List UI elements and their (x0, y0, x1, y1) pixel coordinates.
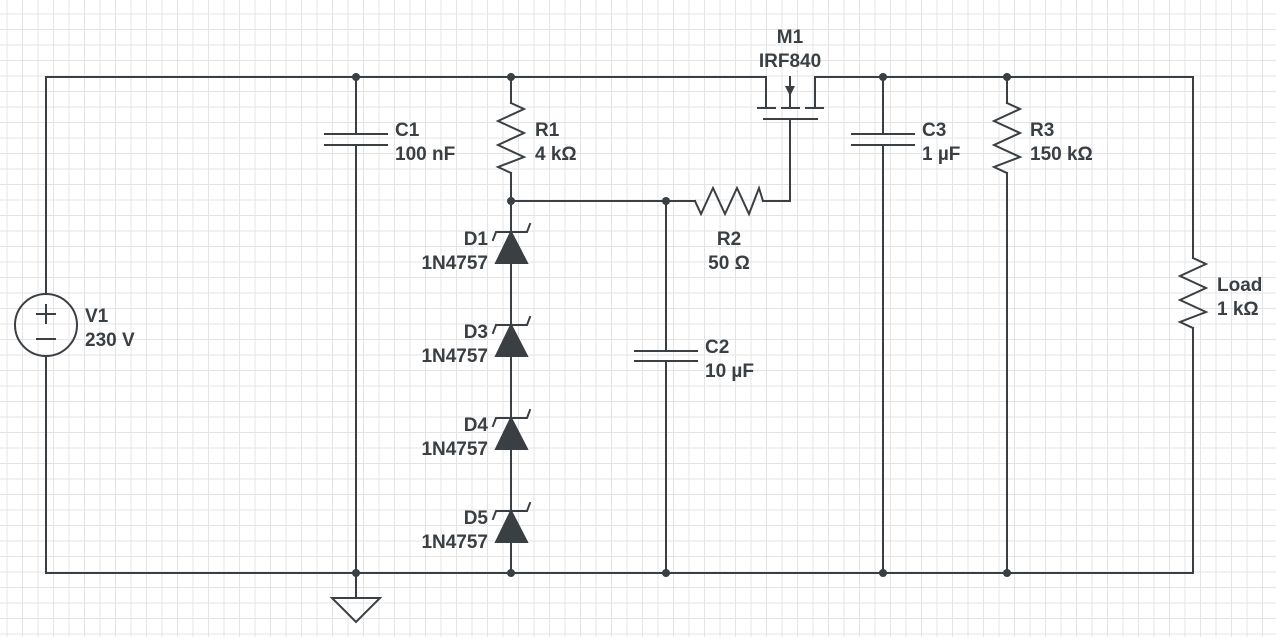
resistor-zigzag (1177, 256, 1209, 330)
capacitor-c2[interactable]: C2 10 µF (634, 337, 754, 382)
d1-ref-label: D1 (464, 229, 489, 250)
ground-icon (329, 597, 383, 624)
load-value-label: 1 kΩ (1217, 299, 1259, 320)
plus-sign-icon (36, 304, 56, 324)
zener-diode-d3[interactable]: D3 1N4757 (421, 315, 532, 367)
capacitor-plates (634, 350, 698, 362)
zener-bar (491, 501, 532, 521)
mosfet-leads (765, 76, 816, 109)
junction-node (662, 569, 670, 577)
c2-value-label: 10 µF (705, 361, 754, 382)
v1-ref-label: V1 (85, 306, 109, 327)
zener-diode-d1[interactable]: D1 1N4757 (421, 222, 532, 274)
wires (45, 76, 1194, 598)
d5-ref-label: D5 (464, 508, 489, 529)
r2-value-label: 50 Ω (708, 253, 750, 274)
mosfet-m1[interactable]: M1 IRF840 (757, 27, 824, 120)
r2-ref-label: R2 (717, 229, 741, 250)
junction-node (352, 73, 360, 81)
junction-node (879, 569, 887, 577)
resistor-zigzag (693, 184, 765, 217)
m1-ref-label: M1 (777, 27, 804, 48)
d5-value-label: 1N4757 (421, 532, 488, 553)
r1-value-label: 4 kΩ (535, 144, 577, 165)
arrow-down-icon (785, 86, 795, 96)
junction-node (1003, 73, 1011, 81)
c1-value-label: 100 nF (395, 144, 455, 165)
diode-triangle-icon (494, 415, 529, 450)
resistor-r3[interactable]: R3 150 kΩ (991, 101, 1093, 175)
diode-triangle-icon (494, 508, 529, 543)
d3-value-label: 1N4757 (421, 346, 488, 367)
resistor-zigzag (495, 101, 527, 175)
resistor-load[interactable]: Load 1 kΩ (1177, 256, 1262, 330)
load-ref-label: Load (1217, 275, 1262, 296)
zener-diode-d5[interactable]: D5 1N4757 (421, 501, 532, 553)
c1-ref-label: C1 (395, 120, 420, 141)
resistor-zigzag (991, 101, 1023, 175)
capacitor-c3[interactable]: C3 1 µF (851, 120, 960, 165)
zener-bar (491, 408, 532, 428)
r3-ref-label: R3 (1030, 120, 1054, 141)
capacitor-plates (324, 133, 388, 146)
c3-ref-label: C3 (922, 120, 946, 141)
d4-ref-label: D4 (464, 415, 489, 436)
capacitor-plates (851, 133, 915, 146)
ground-symbol[interactable] (329, 597, 383, 624)
capacitor-c1[interactable]: C1 100 nF (324, 120, 455, 165)
c2-ref-label: C2 (705, 337, 729, 358)
zener-bar (491, 315, 532, 335)
junction-node (507, 569, 515, 577)
c3-value-label: 1 µF (922, 144, 960, 165)
junction-node (507, 73, 515, 81)
r1-ref-label: R1 (535, 120, 560, 141)
junction-node (1003, 569, 1011, 577)
r3-value-label: 150 kΩ (1030, 144, 1093, 165)
junction-node (507, 197, 515, 205)
v1-value-label: 230 V (85, 330, 135, 351)
m1-value-label: IRF840 (759, 51, 821, 72)
junction-node (352, 569, 360, 577)
d3-ref-label: D3 (464, 322, 488, 343)
resistor-r1[interactable]: R1 4 kΩ (495, 101, 577, 175)
junction-node (879, 73, 887, 81)
zener-diode-d4[interactable]: D4 1N4757 (421, 408, 532, 460)
voltage-source-symbol (14, 293, 78, 357)
d1-value-label: 1N4757 (421, 253, 488, 274)
d4-value-label: 1N4757 (421, 439, 488, 460)
resistor-r2[interactable]: R2 50 Ω (693, 184, 765, 274)
diode-triangle-icon (494, 322, 529, 357)
zener-bar (491, 222, 532, 242)
diode-triangle-icon (494, 229, 529, 264)
junctions (352, 73, 1011, 577)
junction-node (662, 197, 670, 205)
voltage-source-v1[interactable]: V1 230 V (14, 293, 135, 357)
